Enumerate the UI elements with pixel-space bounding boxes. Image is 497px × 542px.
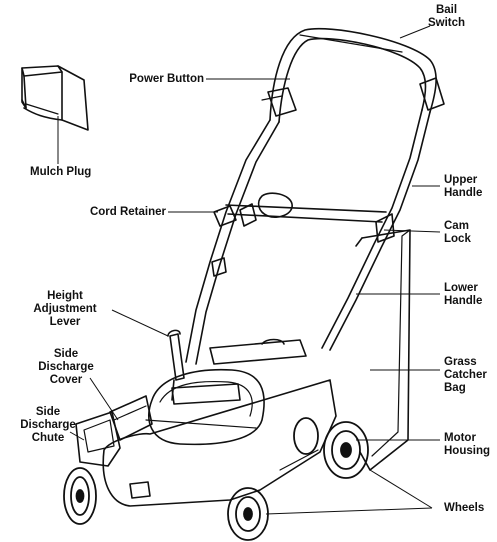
crossbar-illustration [213,192,387,227]
leader-wheels-2 [265,507,433,515]
left-handle-illustration [185,87,297,365]
leader-side-discharge-cover [89,377,119,421]
deck-illustration [102,338,337,507]
leader-height-lever [111,309,169,337]
label-power-button: Power Button [129,73,204,85]
leader-cam-lock [383,229,441,233]
wheels-illustration [63,417,369,541]
leader-wheels-1 [369,469,433,509]
leader-lines [57,25,441,515]
leader-side-discharge-chute [69,431,85,441]
side-discharge-illustration [75,395,153,467]
right-handle-illustration [321,77,445,351]
label-mulch-plug: Mulch Plug [30,166,92,178]
label-cord-retainer: Cord Retainer [89,206,166,218]
mulch-plug-illustration [21,65,89,131]
label-wheels: Wheels [444,502,485,514]
height-lever-illustration [167,329,185,401]
leader-bail-switch [399,25,431,39]
